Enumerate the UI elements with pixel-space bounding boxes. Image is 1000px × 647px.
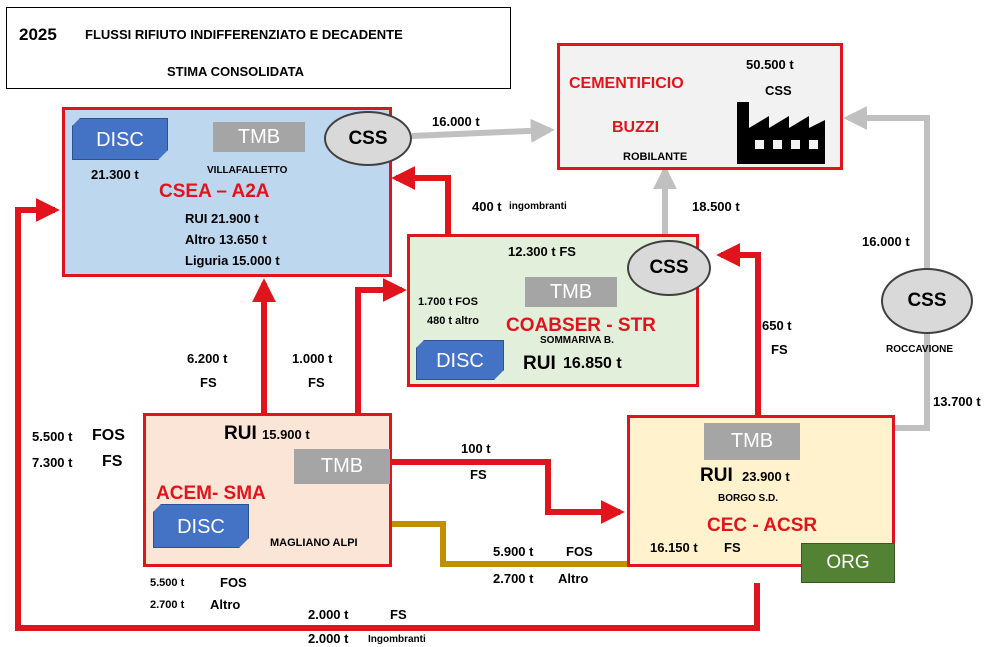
csea-css-oval: CSS xyxy=(324,111,412,166)
roccavione-place: ROCCAVIONE xyxy=(886,344,954,355)
label-acem-to-cec-amount: 100 t xyxy=(461,441,491,456)
node-cementificio-buzzi: CEMENTIFICIO BUZZI ROBILANTE 50.500 t CS… xyxy=(557,43,843,170)
arrow-cec-to-roccavione xyxy=(895,333,930,431)
arrow-roccavione-to-buzzi xyxy=(843,106,930,270)
label-cec-to-acem-fos-amount: 5.900 t xyxy=(493,544,534,559)
cec-tmb: TMB xyxy=(704,423,800,460)
acem-place: MAGLIANO ALPI xyxy=(270,537,358,549)
factory-icon xyxy=(737,102,825,164)
arrow-cec-to-csea xyxy=(15,198,760,631)
arrow-acem-to-cec xyxy=(392,459,625,524)
csea-disc: DISC xyxy=(72,118,168,160)
label-bottom-ingombranti-text: Ingombranti xyxy=(368,634,426,645)
cec-org: ORG xyxy=(801,543,895,583)
label-cec-to-acem-altro-text: Altro xyxy=(558,571,589,586)
arrow-coabser-to-csea xyxy=(391,166,451,235)
title-line1: FLUSSI RIFIUTO INDIFFERENZIATO E DECADEN… xyxy=(85,27,403,42)
label-bottom-ingombranti-amount: 2.000 t xyxy=(308,631,349,646)
label-left-fs-amount: 7.300 t xyxy=(32,455,73,470)
label-acem-disc-fos-amount: 5.500 t xyxy=(150,577,185,589)
label-bottom-fs-text: FS xyxy=(390,607,407,622)
csea-altro: Altro 13.650 t xyxy=(185,232,267,247)
label-coabser-to-buzzi: 18.500 t xyxy=(692,199,740,214)
coabser-rui-amount: 16.850 t xyxy=(563,355,622,372)
node-cec-acsr: TMB RUI 23.900 t BORGO S.D. CEC - ACSR 1… xyxy=(627,415,895,567)
coabser-rui-label: RUI xyxy=(523,353,556,374)
arrow-acem-to-coabser xyxy=(355,278,407,413)
csea-tmb: TMB xyxy=(213,122,305,152)
title-box: 2025 FLUSSI RIFIUTO INDIFFERENZIATO E DE… xyxy=(6,7,511,89)
cec-fs-amount: 16.150 t xyxy=(650,540,698,555)
cec-fs-label: FS xyxy=(724,540,741,555)
title-year: 2025 xyxy=(19,25,57,44)
acem-tmb: TMB xyxy=(294,449,390,484)
label-roccavione-to-buzzi: 16.000 t xyxy=(862,234,910,249)
csea-rui: RUI 21.900 t xyxy=(185,211,259,226)
acem-name: ACEM- SMA xyxy=(156,483,266,504)
label-bottom-fs-amount: 2.000 t xyxy=(308,607,349,622)
acem-rui-amount: 15.900 t xyxy=(262,427,310,442)
coabser-place: SOMMARIVA B. xyxy=(540,335,614,346)
label-cec-to-coabser-amount: 650 t xyxy=(762,318,792,333)
label-left-fs-text: FS xyxy=(102,453,123,470)
label-cec-to-coabser-text: FS xyxy=(771,342,788,357)
coabser-tmb: TMB xyxy=(525,277,617,307)
cementificio-amount-unit: CSS xyxy=(765,83,792,98)
title-line2: STIMA CONSOLIDATA xyxy=(167,64,304,79)
label-cec-to-roccavione: 13.700 t xyxy=(933,394,981,409)
cementificio-place: ROBILANTE xyxy=(623,151,688,163)
csea-place: VILLAFALLETTO xyxy=(207,165,288,176)
arrow-csea-to-buzzi xyxy=(411,118,555,143)
cec-place: BORGO S.D. xyxy=(718,493,779,504)
roccavione-css-oval: CSS xyxy=(881,268,973,334)
csea-name: CSEA – A2A xyxy=(159,181,270,202)
label-coabser-to-csea-text: ingombranti xyxy=(509,201,567,212)
label-left-fos-text: FOS xyxy=(92,427,125,444)
coabser-name: COABSER - STR xyxy=(506,315,656,336)
label-acem-to-coabser-text: FS xyxy=(308,375,325,390)
label-acem-to-coabser-amount: 1.000 t xyxy=(292,351,333,366)
label-csea-to-buzzi: 16.000 t xyxy=(432,114,480,129)
coabser-altro: 480 t altro xyxy=(427,315,479,327)
cec-rui-amount: 23.900 t xyxy=(742,469,790,484)
label-acem-to-csea-amount: 6.200 t xyxy=(187,351,228,366)
label-acem-to-cec-text: FS xyxy=(470,467,487,482)
acem-rui-label: RUI xyxy=(224,423,257,444)
label-cec-to-acem-altro-amount: 2.700 t xyxy=(493,571,534,586)
node-acem-sma: RUI 15.900 t TMB ACEM- SMA DISC MAGLIANO… xyxy=(143,413,392,567)
cementificio-amount: 50.500 t xyxy=(746,57,794,72)
acem-disc: DISC xyxy=(153,504,249,548)
cec-rui-label: RUI xyxy=(700,465,733,486)
coabser-css-oval: CSS xyxy=(627,240,711,296)
coabser-fos: 1.700 t FOS xyxy=(418,296,478,308)
csea-disc-amount: 21.300 t xyxy=(91,167,139,182)
label-acem-disc-altro-text: Altro xyxy=(210,597,241,612)
label-left-fos-amount: 5.500 t xyxy=(32,429,73,444)
coabser-disc: DISC xyxy=(416,340,504,380)
cementificio-name1: CEMENTIFICIO xyxy=(569,75,684,92)
label-cec-to-acem-fos-text: FOS xyxy=(566,544,593,559)
cementificio-name2: BUZZI xyxy=(612,119,660,136)
arrow-cec-to-coabser xyxy=(716,243,761,418)
label-acem-disc-fos-text: FOS xyxy=(220,575,247,590)
cec-name: CEC - ACSR xyxy=(707,515,818,536)
csea-liguria: Liguria 15.000 t xyxy=(185,253,280,268)
label-acem-disc-altro-amount: 2.700 t xyxy=(150,599,185,611)
coabser-fs: 12.300 t FS xyxy=(508,244,576,259)
label-coabser-to-csea-amount: 400 t xyxy=(472,199,502,214)
label-acem-to-csea-text: FS xyxy=(200,375,217,390)
